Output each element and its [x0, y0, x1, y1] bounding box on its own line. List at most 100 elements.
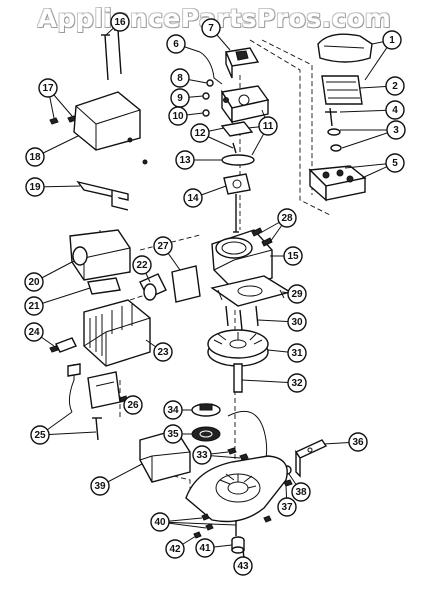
callout-circle [287, 284, 307, 304]
carburetor-gasket-plate [220, 121, 254, 154]
crankshaft [233, 363, 243, 393]
callout-number: 1 [389, 35, 395, 46]
callout-circle [175, 150, 195, 170]
cover-screws-small [49, 115, 77, 125]
callout-number: 13 [179, 155, 191, 166]
cylinder-cover [73, 91, 148, 165]
callout-circle [195, 538, 215, 558]
recoil-spring [191, 426, 221, 442]
muffler-gasket [87, 277, 121, 295]
callout-number: 6 [173, 39, 179, 50]
callout-number: 25 [34, 430, 46, 441]
callout-number: 17 [42, 83, 54, 94]
callout-number: 11 [263, 121, 274, 132]
callout-leader-line [159, 521, 237, 526]
callout-circle [132, 255, 152, 275]
air-cleaner-base [308, 165, 367, 202]
callout-circle [183, 188, 203, 208]
callout-circle [24, 272, 44, 292]
callout-number: 24 [28, 327, 40, 338]
carburetor-body [220, 85, 270, 125]
callout-circle [150, 512, 170, 532]
callout-number: 33 [196, 450, 208, 461]
cylinder-screws [251, 227, 273, 247]
callout-circle [166, 34, 186, 54]
callout-circle [90, 476, 110, 496]
air-filter-element [321, 75, 363, 105]
callout-circle [25, 177, 45, 197]
cover-screws [325, 107, 342, 152]
callout-number: 26 [127, 400, 139, 411]
callout-number: 40 [154, 517, 166, 528]
callout-number: 29 [291, 289, 303, 300]
starter-bushing [231, 536, 245, 554]
starter-screws [227, 447, 249, 461]
throttle-cable-parts [199, 51, 223, 117]
callout-number: 12 [194, 128, 206, 139]
callout-circle [233, 556, 253, 576]
callout-circle [386, 120, 406, 140]
handle-bracket [294, 439, 328, 478]
diaphragm-gasket [221, 154, 255, 166]
callout-number: 18 [29, 152, 41, 163]
callout-circle [287, 373, 307, 393]
callout-number: 28 [281, 213, 293, 224]
callout-circle [385, 153, 405, 173]
callout-circle [277, 497, 297, 517]
callout-number: 7 [208, 23, 214, 34]
callout-circle [348, 432, 368, 452]
callout-circle [168, 106, 188, 126]
callout-number: 22 [136, 260, 148, 271]
callout-number: 36 [352, 437, 364, 448]
callout-circle [287, 312, 307, 332]
callout-circle [190, 123, 210, 143]
callout-number: 21 [28, 301, 40, 312]
callout-number: 20 [28, 277, 40, 288]
callout-labels: 1234567891011121314151617181920212223242… [24, 12, 406, 576]
callout-circle [283, 246, 303, 266]
callout-number: 41 [199, 543, 211, 554]
callout-number: 19 [29, 182, 41, 193]
callout-number: 31 [291, 348, 303, 359]
ignition-coil [67, 363, 128, 441]
crankcase-piston [83, 299, 151, 367]
callout-number: 30 [291, 317, 303, 328]
callout-circle [163, 400, 183, 420]
spark-plug [49, 337, 77, 353]
callout-circle [382, 30, 402, 50]
callout-number: 8 [177, 73, 183, 84]
callout-circle [110, 12, 130, 32]
callout-circle [38, 78, 58, 98]
callout-circle [24, 296, 44, 316]
callout-number: 27 [157, 241, 169, 252]
callout-circle [291, 482, 311, 502]
callout-number: 5 [392, 158, 398, 169]
callout-number: 32 [291, 378, 303, 389]
callout-circle [165, 539, 185, 559]
callout-number: 38 [295, 487, 307, 498]
cylinder-cover-bolts [101, 29, 123, 81]
callout-circle [277, 208, 297, 228]
callout-number: 16 [114, 17, 126, 28]
callout-number: 42 [169, 544, 181, 555]
callout-number: 37 [281, 502, 293, 513]
callout-circle [24, 322, 44, 342]
fuel-pump-cover [223, 173, 251, 233]
callout-circle [163, 424, 183, 444]
callout-circle [192, 445, 212, 465]
carburetor-choke-assembly [225, 47, 260, 79]
piston-pin [139, 273, 167, 301]
handle-screw [283, 479, 293, 487]
starter-pulley [191, 403, 221, 417]
flywheel [207, 329, 269, 367]
crankcase-screws [225, 305, 259, 331]
callout-circle [385, 100, 405, 120]
housing-screws [201, 513, 272, 536]
callout-circle [25, 147, 45, 167]
callout-leader-line [33, 287, 91, 307]
callout-circle [153, 342, 173, 362]
callout-circle [30, 425, 50, 445]
cover-bracket [76, 180, 129, 211]
callout-number: 3 [393, 125, 399, 136]
